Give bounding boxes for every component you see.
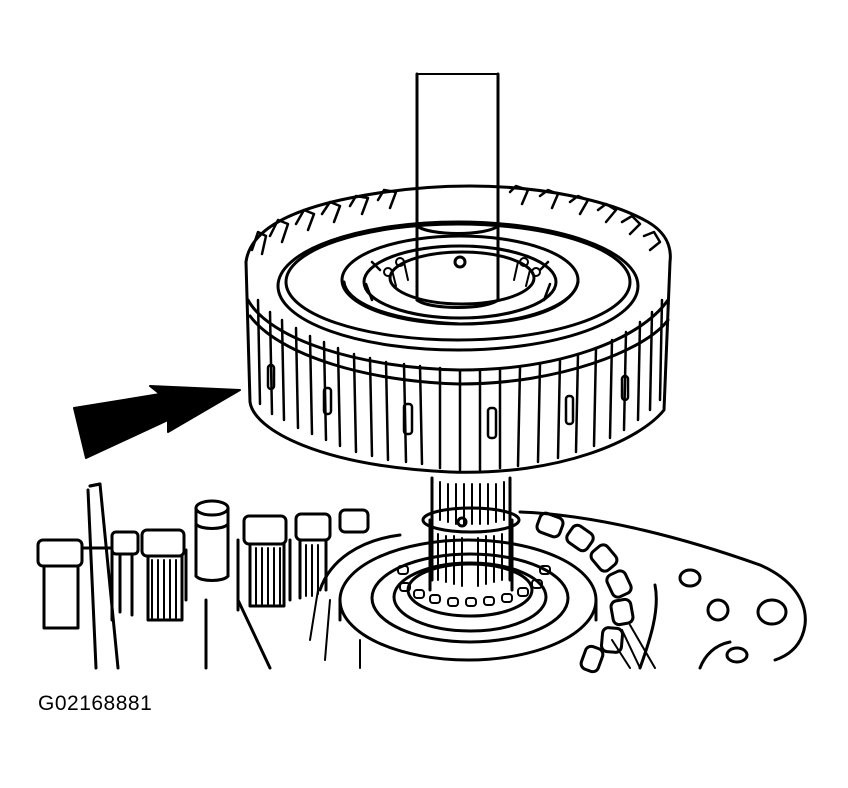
- clutch-pack: [36, 482, 370, 670]
- transmission-case: [36, 482, 807, 674]
- splined-shaft: [421, 476, 521, 592]
- figure-caption: G02168881: [38, 692, 153, 715]
- chain-links: [535, 511, 656, 674]
- sun-gear-hub: [309, 533, 598, 669]
- case-pin: [194, 499, 230, 582]
- upper-shaft: [415, 72, 500, 309]
- clutch-drum: [244, 184, 672, 474]
- pointer-arrow: [73, 385, 241, 459]
